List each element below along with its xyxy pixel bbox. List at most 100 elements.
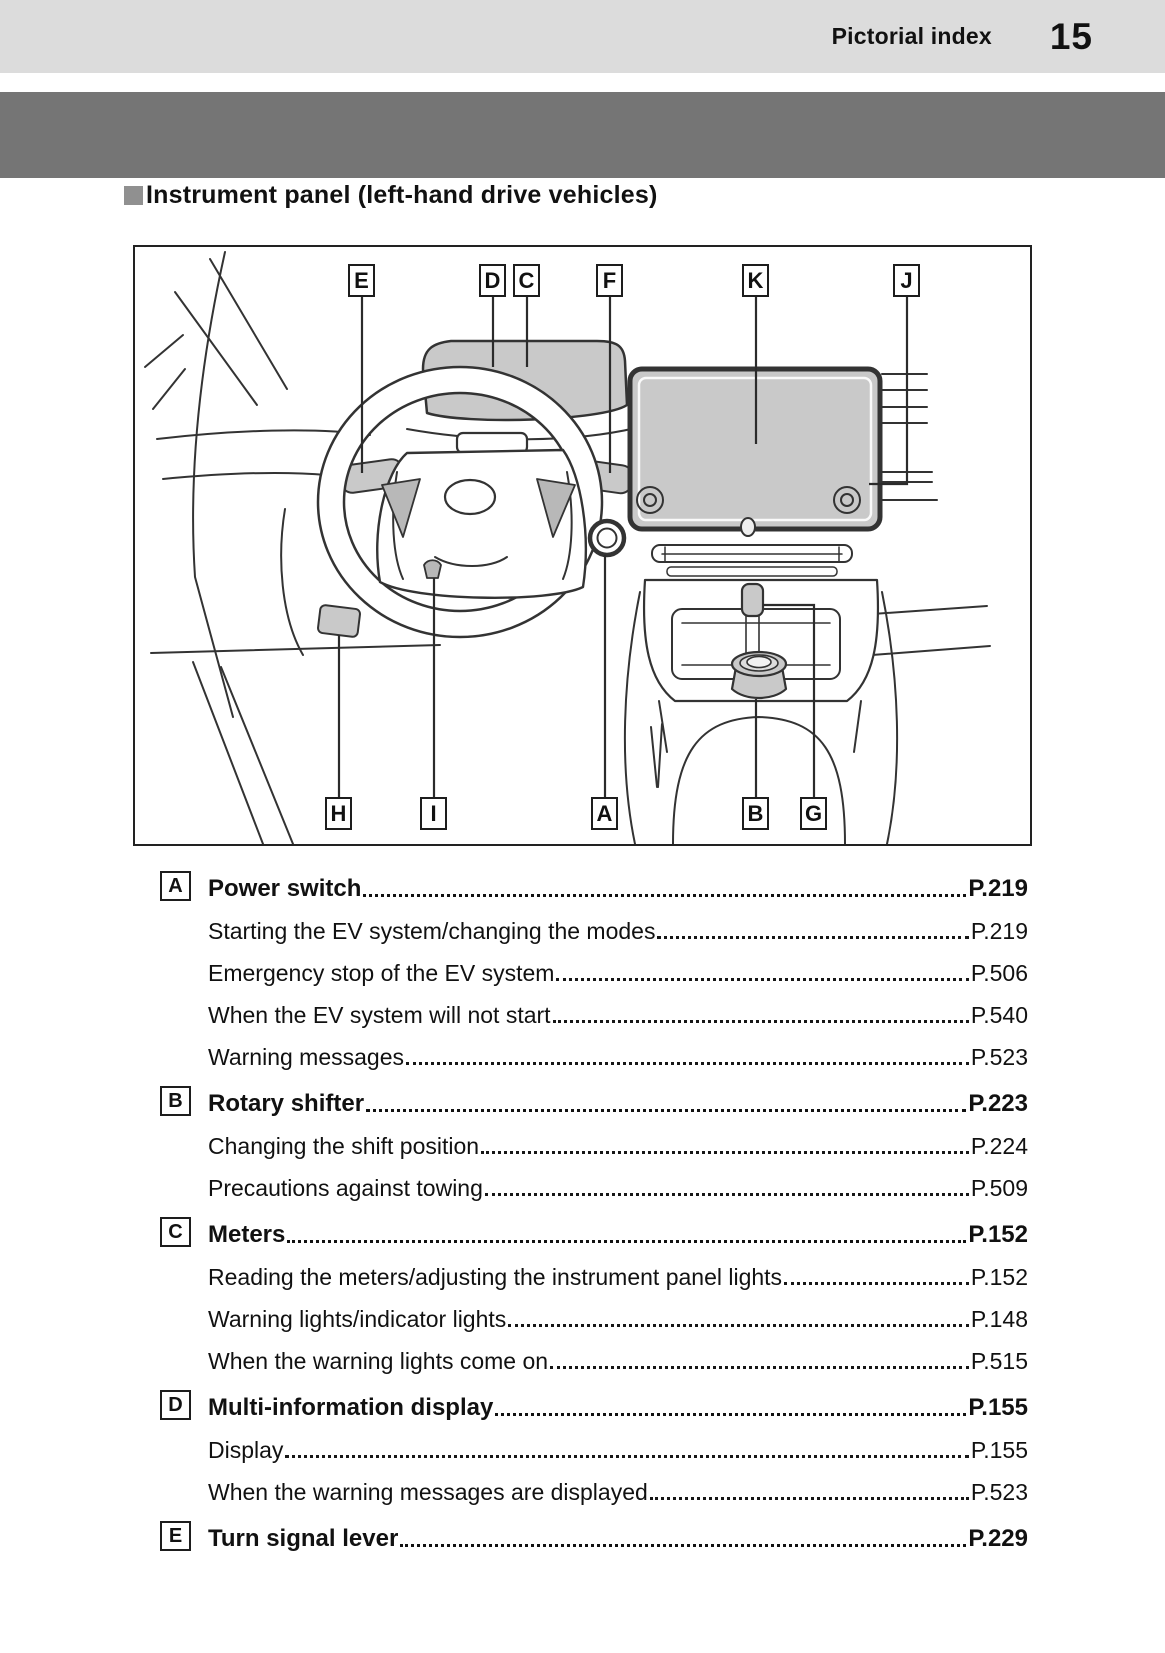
instrument-panel-figure: E D C F K J H I A B G bbox=[133, 245, 1032, 846]
dot-leader bbox=[649, 1497, 969, 1500]
dot-leader bbox=[495, 1413, 967, 1416]
dot-leader bbox=[481, 1151, 969, 1154]
dot-leader bbox=[406, 1062, 969, 1065]
section-title-text: Instrument panel (left-hand drive vehicl… bbox=[146, 181, 658, 209]
index-subentry: Precautions against towing P.509 bbox=[160, 1164, 1028, 1206]
diagram-callout-k: K bbox=[742, 264, 769, 297]
entry-page-ref: P.515 bbox=[970, 1348, 1028, 1374]
callout-letter: F bbox=[602, 267, 617, 293]
callout-letter: J bbox=[900, 267, 913, 293]
callout-letter: C bbox=[518, 267, 535, 293]
page-header: Pictorial index 15 bbox=[0, 0, 1165, 73]
diagram-callout-j: J bbox=[893, 264, 920, 297]
dot-leader bbox=[550, 1366, 969, 1369]
callout-letter: G bbox=[804, 800, 823, 826]
dot-leader bbox=[552, 1020, 969, 1023]
console-switch bbox=[740, 582, 765, 618]
entry-page-ref: P.223 bbox=[968, 1090, 1028, 1117]
seat-outline bbox=[672, 716, 846, 844]
entry-letter-box: D bbox=[160, 1390, 191, 1420]
dot-leader bbox=[400, 1544, 967, 1547]
dot-leader bbox=[366, 1109, 967, 1112]
callout-letter: H bbox=[330, 800, 347, 826]
square-bullet-icon bbox=[124, 186, 143, 205]
callout-letter: B bbox=[747, 800, 764, 826]
entry-page-ref: P.509 bbox=[970, 1175, 1028, 1201]
index-subentry: When the warning messages are displayed … bbox=[160, 1468, 1028, 1510]
entry-label: Reading the meters/adjusting the instrum… bbox=[208, 1264, 783, 1290]
entry-label: Rotary shifter bbox=[208, 1090, 365, 1117]
entry-page-ref: P.152 bbox=[970, 1264, 1028, 1290]
dot-leader bbox=[363, 894, 967, 897]
dot-leader bbox=[657, 936, 969, 939]
power-switch bbox=[587, 518, 627, 558]
column-lever bbox=[423, 559, 442, 579]
entry-letter-box: E bbox=[160, 1521, 191, 1551]
entry-page-ref: P.148 bbox=[970, 1306, 1028, 1332]
entry-label: Precautions against towing bbox=[208, 1175, 483, 1201]
pictorial-index-list: A Power switch P.219 Starting the EV sys… bbox=[160, 860, 1028, 1557]
lower-dash-switch bbox=[317, 604, 361, 638]
entry-page-ref: P.523 bbox=[970, 1044, 1028, 1070]
index-subentry: Reading the meters/adjusting the instrum… bbox=[160, 1253, 1028, 1295]
index-entry: D Multi-information display P.155 bbox=[160, 1384, 1028, 1426]
diagram-callout-g: G bbox=[800, 797, 827, 830]
entry-label: Turn signal lever bbox=[208, 1525, 399, 1552]
entry-page-ref: P.229 bbox=[968, 1525, 1028, 1552]
diagram-callout-f: F bbox=[596, 264, 623, 297]
instrument-cluster bbox=[421, 339, 629, 422]
index-subentry: Warning lights/indicator lights P.148 bbox=[160, 1295, 1028, 1337]
index-subentry: Warning messages P.523 bbox=[160, 1033, 1028, 1075]
callout-letter: I bbox=[430, 800, 437, 826]
chapter-divider-band bbox=[0, 92, 1165, 178]
entry-page-ref: P.152 bbox=[968, 1221, 1028, 1248]
dot-leader bbox=[784, 1282, 969, 1285]
diagram-callout-b: B bbox=[742, 797, 769, 830]
header-page-number: 15 bbox=[1049, 15, 1093, 57]
center-console bbox=[642, 578, 880, 703]
index-subentry: When the EV system will not start P.540 bbox=[160, 991, 1028, 1033]
diagram-callout-c: C bbox=[513, 264, 540, 297]
index-subentry: Changing the shift position P.224 bbox=[160, 1122, 1028, 1164]
callout-letter: K bbox=[747, 267, 764, 293]
dot-leader bbox=[287, 1240, 967, 1243]
steering-wheel-outer bbox=[316, 365, 604, 639]
dot-leader bbox=[556, 978, 969, 981]
entry-page-ref: P.155 bbox=[970, 1437, 1028, 1463]
dashboard-illustration bbox=[144, 251, 991, 844]
callout-leader-lines bbox=[337, 297, 909, 797]
entry-label: Multi-information display bbox=[208, 1394, 494, 1421]
entry-label: Changing the shift position bbox=[208, 1133, 480, 1159]
diagram-callout-d: D bbox=[479, 264, 506, 297]
dot-leader bbox=[484, 1193, 969, 1196]
index-subentry: Emergency stop of the EV system P.506 bbox=[160, 949, 1028, 991]
entry-page-ref: P.506 bbox=[970, 960, 1028, 986]
steering-wheel-rim-band bbox=[318, 367, 602, 637]
entry-label: When the warning lights come on bbox=[208, 1348, 549, 1374]
diagram-callout-e: E bbox=[348, 264, 375, 297]
entry-label: Display bbox=[208, 1437, 284, 1463]
entry-label: Warning lights/indicator lights bbox=[208, 1306, 507, 1332]
index-subentry: When the warning lights come on P.515 bbox=[160, 1337, 1028, 1379]
section-title: Instrument panel (left-hand drive vehicl… bbox=[124, 181, 657, 210]
entry-label: When the EV system will not start bbox=[208, 1002, 551, 1028]
entry-label: Warning messages bbox=[208, 1044, 405, 1070]
dot-leader bbox=[508, 1324, 969, 1327]
entry-label: Starting the EV system/changing the mode… bbox=[208, 918, 656, 944]
index-entry: C Meters P.152 bbox=[160, 1211, 1028, 1253]
callout-letter: D bbox=[484, 267, 501, 293]
entry-page-ref: P.155 bbox=[968, 1394, 1028, 1421]
index-subentry: Display P.155 bbox=[160, 1426, 1028, 1468]
entry-label: Power switch bbox=[208, 875, 362, 902]
entry-label: Meters bbox=[208, 1221, 286, 1248]
entry-label: When the warning messages are displayed bbox=[208, 1479, 648, 1505]
diagram-callout-a: A bbox=[591, 797, 618, 830]
entry-page-ref: P.523 bbox=[970, 1479, 1028, 1505]
index-entry: E Turn signal lever P.229 bbox=[160, 1515, 1028, 1557]
entry-letter-box: C bbox=[160, 1217, 191, 1247]
diagram-callout-h: H bbox=[325, 797, 352, 830]
entry-letter-box: A bbox=[160, 871, 191, 901]
entry-page-ref: P.219 bbox=[968, 875, 1028, 902]
diagram-callout-i: I bbox=[420, 797, 447, 830]
